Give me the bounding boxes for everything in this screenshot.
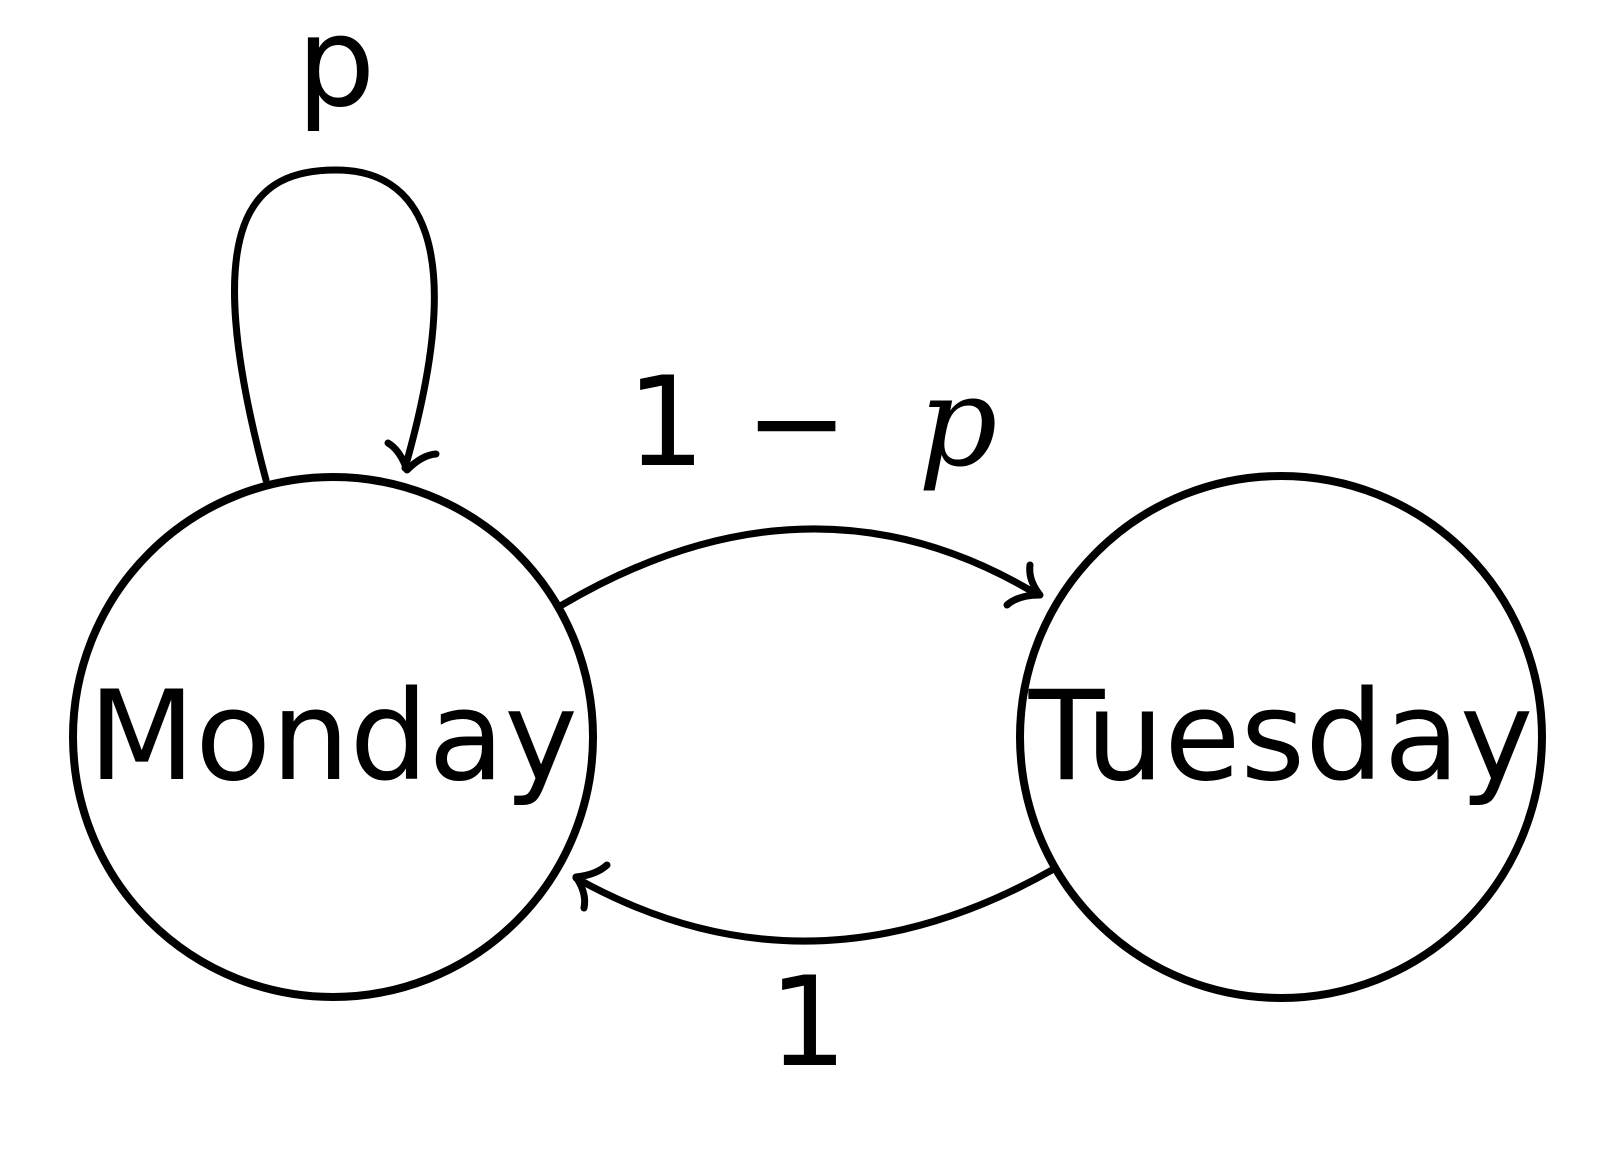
transition-monday-monday-label: p — [297, 0, 376, 135]
state-tuesday: Tuesday — [1016, 472, 1546, 1002]
transition-monday-monday-edge — [231, 166, 438, 484]
state-monday-circle — [69, 473, 597, 1001]
state-tuesday-circle — [1016, 472, 1546, 1002]
state-monday: Monday — [69, 473, 597, 1001]
transition-monday-tuesday: 1 − p — [558, 351, 1044, 609]
transition-monday-tuesday-label-prefix: 1 − — [626, 351, 848, 495]
transition-monday-tuesday-arrowhead — [1003, 561, 1044, 609]
state-tuesday-label: Tuesday — [1028, 665, 1533, 809]
transition-monday-tuesday-edge — [558, 525, 1042, 609]
transition-monday-tuesday-label-var: p — [918, 351, 997, 495]
transition-tuesday-monday-arrowhead — [572, 861, 611, 912]
transition-tuesday-monday: 1 — [572, 861, 1056, 1095]
transition-monday-monday-arrowhead — [384, 439, 440, 474]
transition-tuesday-monday-edge — [572, 866, 1056, 945]
transition-monday-tuesday-label: 1 − p — [626, 351, 997, 495]
transition-tuesday-monday-label: 1 — [769, 951, 848, 1095]
state-monday-label: Monday — [88, 665, 578, 809]
transition-monday-monday: p — [231, 0, 440, 484]
